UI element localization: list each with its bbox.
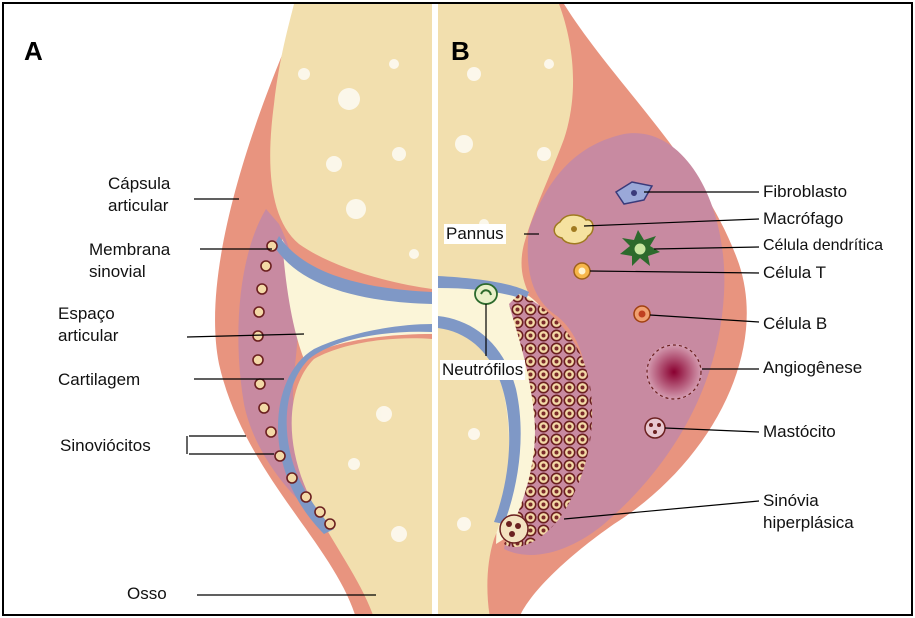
label-osso: Osso — [127, 584, 167, 604]
cell-cluster-bottom — [500, 515, 528, 543]
label-celula-dendritica: Célula dendrítica — [763, 236, 883, 256]
mast-cell — [645, 418, 665, 438]
label-neutrofilos: Neutrófilos — [440, 360, 525, 380]
b-cell — [634, 306, 650, 322]
label-angiogenese: Angiogênese — [763, 358, 862, 378]
label-celula-b: Célula B — [763, 314, 827, 334]
label-membrana-sinovial-line2: sinovial — [89, 262, 146, 282]
label-espaco-articular-line2: articular — [58, 326, 118, 346]
panel-label-b: B — [451, 36, 470, 67]
panel-a-drawing — [215, 4, 432, 616]
panel-divider — [432, 4, 438, 616]
label-sinoviocitos: Sinoviócitos — [60, 436, 151, 456]
label-capsula-articular-line2: articular — [108, 196, 168, 216]
label-sinovia-hiperplasica-line2: hiperplásica — [763, 513, 854, 533]
label-macrofago: Macrófago — [763, 209, 843, 229]
label-celula-t: Célula T — [763, 263, 826, 283]
angiogenesis-vessel — [646, 344, 702, 400]
label-espaco-articular-line1: Espaço — [58, 304, 115, 324]
label-fibroblasto: Fibroblasto — [763, 182, 847, 202]
label-cartilagem: Cartilagem — [58, 370, 140, 390]
panel-b-drawing — [438, 4, 747, 616]
t-cell — [574, 263, 590, 279]
lower-bone-a — [292, 338, 432, 616]
label-sinovia-hiperplasica-line1: Sinóvia — [763, 491, 819, 511]
label-capsula-articular-line1: Cápsula — [108, 174, 170, 194]
label-membrana-sinovial-line1: Membrana — [89, 240, 170, 260]
neutrophil-cell — [475, 284, 497, 304]
label-pannus: Pannus — [444, 224, 506, 244]
label-mastocito: Mastócito — [763, 422, 836, 442]
panel-label-a: A — [24, 36, 43, 67]
